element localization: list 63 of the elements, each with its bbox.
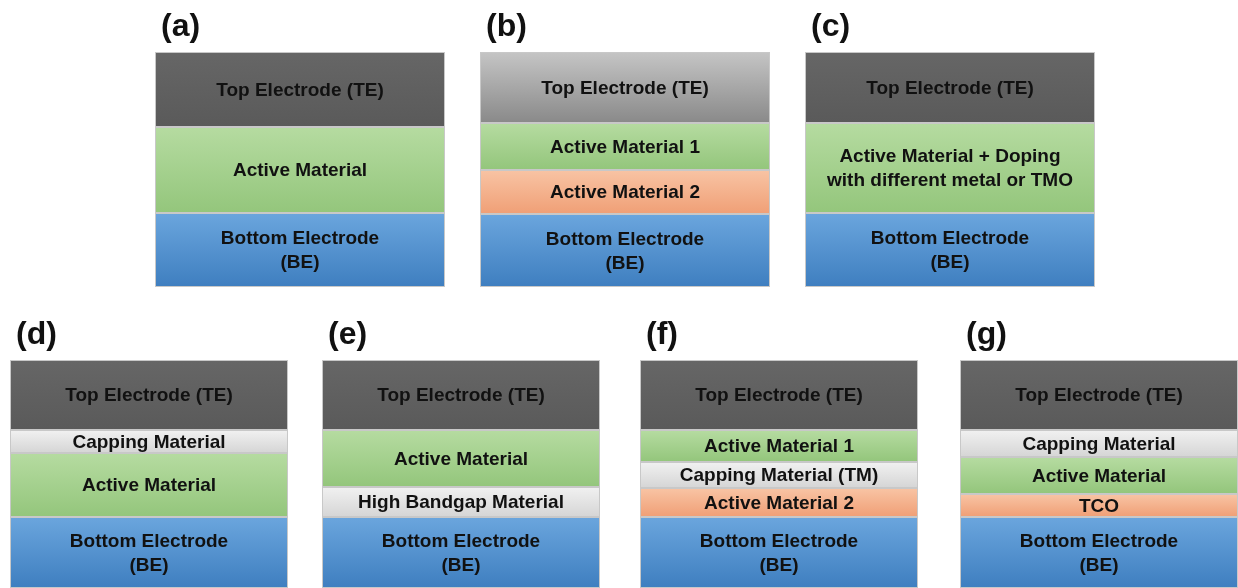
material-layer [480,214,770,287]
panel-label: (c) [811,8,851,42]
material-layer [640,462,918,488]
layer-label: Active Material 1 [550,134,700,159]
layer-label: Active Material 2 [550,180,700,204]
material-layer [480,170,770,214]
layer-label: Bottom Electrode (BE) [1018,528,1180,577]
layer-label: Bottom Electrode (BE) [219,226,381,274]
layer-label: Bottom Electrode (BE) [698,528,860,577]
material-layer [960,517,1238,588]
layer-label: Capping Material [72,429,226,454]
material-layer [10,430,288,453]
panel-label: (e) [328,316,368,350]
material-layer [805,123,1095,213]
material-layer [322,430,600,487]
panel-label: (f) [646,316,678,350]
material-layer [322,517,600,588]
panel-label: (a) [161,8,201,42]
material-layer [640,488,918,517]
layer-label: Top Electrode (TE) [216,77,384,102]
layer-label: Active Material [393,446,529,471]
layer-label: Active Material [1031,463,1167,488]
material-layer [960,457,1238,494]
layer-label: Top Electrode (TE) [866,75,1034,100]
layer-label: Capping Material (TM) [679,463,879,487]
panel-label: (d) [16,316,57,350]
material-layer [155,127,445,213]
material-layer [960,360,1238,430]
layer-label: Top Electrode (TE) [695,383,863,407]
layer-label: Bottom Electrode (BE) [380,528,542,577]
layer-label: Top Electrode (TE) [377,383,545,407]
layer-label: Top Electrode (TE) [1015,383,1183,407]
material-layer [155,213,445,287]
material-layer [10,517,288,588]
layer-label: Active Material [81,473,217,497]
material-layer [480,52,770,123]
material-layer [640,360,918,430]
layer-label: Bottom Electrode (BE) [544,226,706,275]
layer-label: Active Material [232,158,368,182]
layer-label: TCO [1078,493,1120,518]
layer-label: Top Electrode (TE) [65,383,233,407]
panel-label: (g) [966,316,1007,350]
layer-label: Active Material 2 [704,490,854,515]
material-layer [155,52,445,127]
material-layer [640,430,918,462]
material-layer [10,453,288,517]
layer-label: Active Material 1 [704,434,854,458]
material-layer [640,517,918,588]
layer-label: Capping Material [1022,431,1176,456]
panel-label: (b) [486,8,527,42]
material-layer [10,360,288,430]
material-layer [480,123,770,170]
material-layer [322,360,600,430]
material-layer [960,430,1238,457]
material-layer [805,52,1095,123]
layer-label: Top Electrode (TE) [541,75,709,100]
layer-label: Bottom Electrode (BE) [68,528,230,577]
material-layer [960,494,1238,517]
layer-label: Active Material + Doping with different metal or TMO [826,144,1074,192]
layer-label: Bottom Electrode (BE) [869,226,1031,274]
material-layer [805,213,1095,287]
material-layer [322,487,600,517]
layer-label: High Bandgap Material [358,490,564,514]
